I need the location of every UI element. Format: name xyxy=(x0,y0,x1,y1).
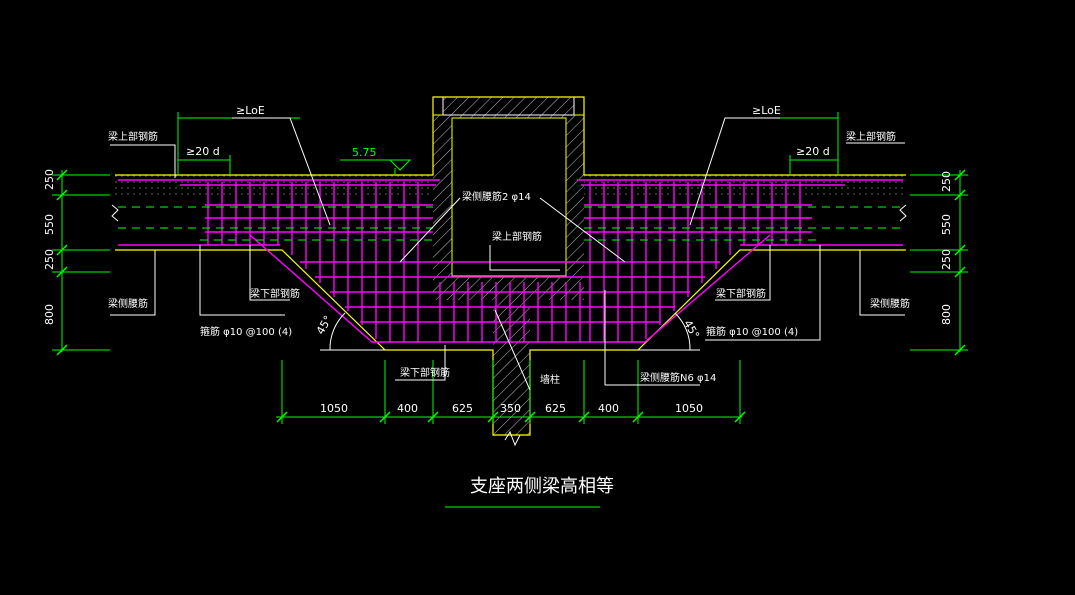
waist-right-label: 梁侧腰筋 xyxy=(870,297,910,310)
dim-texts-right: 250 550 250 800 xyxy=(940,171,953,325)
top-bar-left-label: 梁上部钢筋 xyxy=(108,130,158,143)
stirrup-right-label: 箍筋 φ10 @100 (4) xyxy=(706,325,798,338)
top-bar-center-label: 梁上部钢筋 xyxy=(492,230,542,243)
loe-right-label: ≥LoE xyxy=(752,104,781,117)
dim-left-2: 250 xyxy=(43,249,56,270)
bot-bar-right-label: 梁下部钢筋 xyxy=(716,287,766,300)
dim-bottom-2: 625 xyxy=(452,402,473,415)
dim-right-3: 800 xyxy=(940,304,953,325)
elevation-label: 5.75 xyxy=(352,146,377,159)
bot-bar-left-label: 梁下部钢筋 xyxy=(250,287,300,300)
wall-cap xyxy=(442,96,575,116)
d20-left-label: ≥20 d xyxy=(186,145,220,158)
dim-bottom-0: 1050 xyxy=(320,402,348,415)
dim-bottom-4: 625 xyxy=(545,402,566,415)
dim-texts-bottom: 1050 400 625 350 625 400 1050 xyxy=(320,402,703,415)
dim-bottom-1: 400 xyxy=(397,402,418,415)
drawing-title: 支座两侧梁高相等 xyxy=(470,476,614,497)
d20-right-label: ≥20 d xyxy=(796,145,830,158)
side-bar-center-label: 梁侧腰筋2 φ14 xyxy=(462,190,531,203)
dim-left-1: 550 xyxy=(43,214,56,235)
beam-outline xyxy=(115,96,906,176)
waist-n6-label: 梁侧腰筋N6 φ14 xyxy=(640,371,716,384)
dim-left-3: 800 xyxy=(43,304,56,325)
dim-left-0: 250 xyxy=(43,169,56,190)
bot-bar-center-label: 梁下部钢筋 xyxy=(400,366,450,379)
wall-cavity xyxy=(451,117,567,277)
center-lines xyxy=(118,206,903,241)
stirrup-left-label: 箍筋 φ10 @100 (4) xyxy=(200,325,292,338)
angle-left-label: 45° xyxy=(314,313,335,336)
dim-bottom-3: 350 xyxy=(500,402,521,415)
beam-body xyxy=(115,96,906,436)
leaders xyxy=(110,117,905,391)
rebar-group xyxy=(118,179,903,343)
dim-bottom-6: 1050 xyxy=(675,402,703,415)
waist-left-label: 梁侧腰筋 xyxy=(108,297,148,310)
angle-right-label: 45° xyxy=(681,318,702,341)
dim-right-1: 550 xyxy=(940,214,953,235)
text-labels: ≥LoE ≥LoE ≥20 d ≥20 d 5.75 梁上部钢筋 梁上部钢筋 梁… xyxy=(108,104,910,386)
top-bar-right-label: 梁上部钢筋 xyxy=(846,130,896,143)
dim-right-0: 250 xyxy=(940,171,953,192)
break-marks xyxy=(111,204,907,447)
column-label: 墙柱 xyxy=(540,373,560,386)
dim-texts-left: 250 550 250 800 xyxy=(43,169,56,325)
loe-left-label: ≥LoE xyxy=(236,104,265,117)
dim-bottom-5: 400 xyxy=(598,402,619,415)
angle-arcs xyxy=(320,312,700,351)
dim-right-2: 250 xyxy=(940,249,953,270)
